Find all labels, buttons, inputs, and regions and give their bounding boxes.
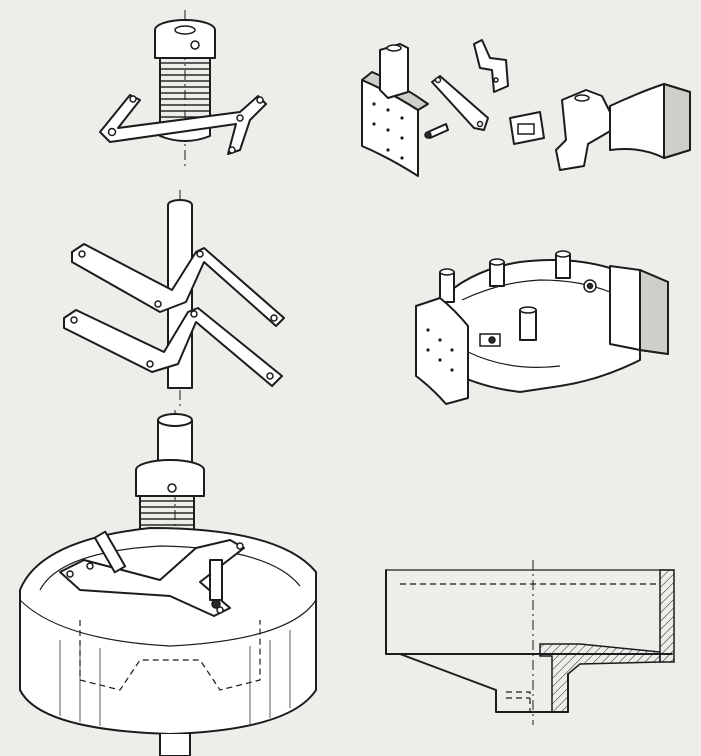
- spring-nut-with-links: [99, 10, 267, 170]
- clutch-in-drum-assembly: [19, 410, 317, 756]
- shoe-assembly: [415, 250, 669, 405]
- shaft-with-spider-plates: [63, 190, 285, 410]
- drum-section: [385, 560, 675, 725]
- brake-shoe-parts-exploded: [361, 39, 691, 177]
